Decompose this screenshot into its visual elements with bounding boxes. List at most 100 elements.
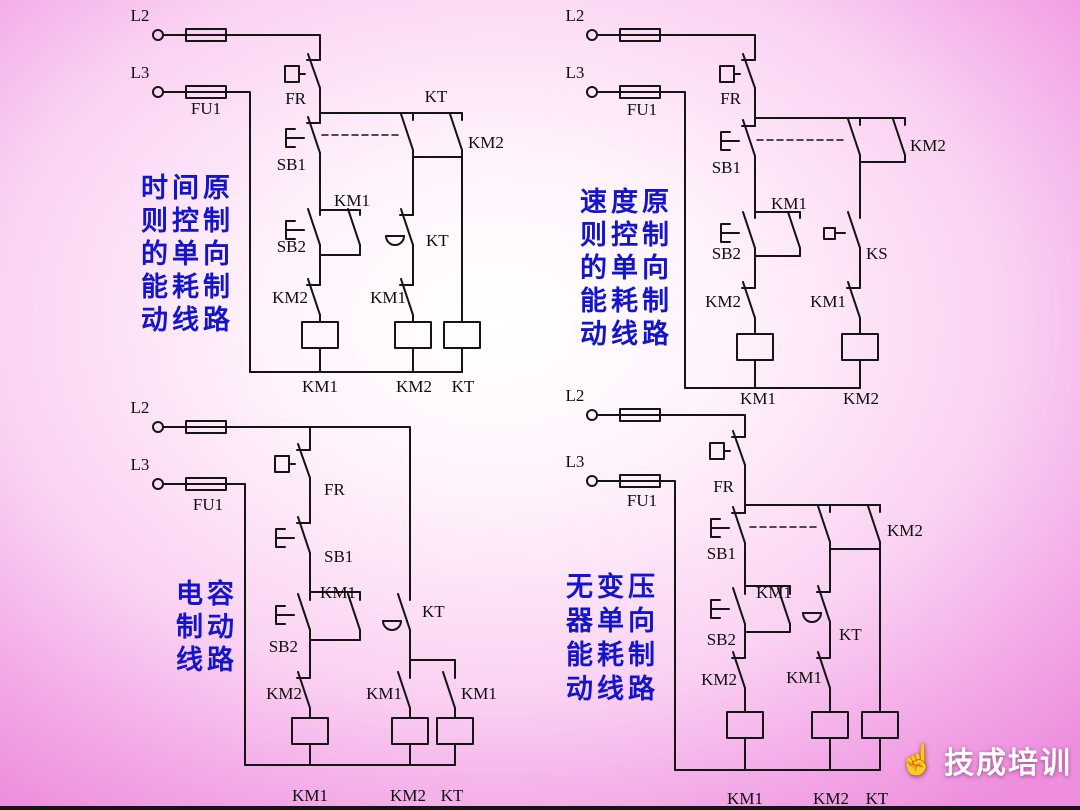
contact-blade xyxy=(777,587,791,625)
label-km2_nc: KM2 xyxy=(701,670,737,689)
label-sb1: SB1 xyxy=(324,547,353,566)
coil xyxy=(436,717,474,745)
label-fu1: FU1 xyxy=(191,99,221,118)
label-coil_kt: KT xyxy=(441,786,464,805)
thermal-element xyxy=(274,455,296,473)
label-l2: L2 xyxy=(566,386,585,405)
fuse xyxy=(619,408,661,422)
contact-blade xyxy=(732,587,746,625)
contact-blade xyxy=(307,208,321,246)
title-line: 则控制 xyxy=(580,220,673,250)
label-km2_nc: KM2 xyxy=(266,684,302,703)
wire xyxy=(597,414,746,438)
fuse xyxy=(619,85,661,99)
label-coil_km2: KM2 xyxy=(843,389,879,408)
title-line: 电容 xyxy=(176,579,238,609)
fuse xyxy=(185,420,227,434)
coil xyxy=(391,717,429,745)
fuse xyxy=(619,28,661,42)
wire xyxy=(162,426,411,601)
label-coil_km1: KM1 xyxy=(302,377,338,396)
terminal xyxy=(586,29,598,41)
delay-arc xyxy=(385,235,405,246)
label-km2_hold: KM2 xyxy=(910,136,946,155)
title-line: 动线路 xyxy=(580,319,673,349)
fuse xyxy=(185,85,227,99)
speed-switch-box xyxy=(823,227,836,240)
title-line: 能耗制 xyxy=(580,286,673,316)
label-km1_hold: KM1 xyxy=(334,191,370,210)
label-kt: KT xyxy=(422,602,445,621)
title-line: 能耗制 xyxy=(141,272,234,302)
label-km2_nc: KM2 xyxy=(705,292,741,311)
coil xyxy=(861,711,899,739)
title-line: 动线路 xyxy=(141,305,234,335)
wire xyxy=(162,483,246,766)
watermark: ☝ 技成培训 xyxy=(899,738,1072,782)
contact-blade xyxy=(787,211,801,249)
title-line: 器单向 xyxy=(566,606,659,636)
label-km2_hold: KM2 xyxy=(468,133,504,152)
label-kt: KT xyxy=(839,625,862,644)
contact-blade xyxy=(442,671,456,709)
label-fr: FR xyxy=(285,89,306,108)
label-coil_km1: KM1 xyxy=(740,389,776,408)
contact-blade xyxy=(817,505,831,543)
fuse xyxy=(619,474,661,488)
contact-blade xyxy=(892,118,906,156)
label-l3: L3 xyxy=(566,452,585,471)
contact-blade xyxy=(297,593,311,631)
label-km1_hold: KM1 xyxy=(320,583,356,602)
title-line: 则控制 xyxy=(141,206,234,236)
contact-blade xyxy=(847,211,861,249)
label-km1_hold: KM1 xyxy=(771,194,807,213)
title-line: 速度原 xyxy=(580,187,673,217)
label-fr: FR xyxy=(324,480,345,499)
terminal xyxy=(152,29,164,41)
label-kt_delay: KT xyxy=(426,231,449,250)
title-line: 动线路 xyxy=(566,674,659,704)
wire xyxy=(597,91,686,389)
wire xyxy=(597,480,676,771)
contact-blade xyxy=(867,505,881,543)
label-km1_hold: KM1 xyxy=(756,583,792,602)
terminal xyxy=(586,86,598,98)
thermal-element xyxy=(709,442,731,460)
circuit2-title: 速度原 则控制 的单向 能耗制 动线路 xyxy=(580,186,673,351)
label-coil_km2: KM2 xyxy=(390,786,426,805)
thermal-element xyxy=(719,65,741,83)
brand-hand-icon: ☝ xyxy=(898,743,938,777)
label-kt_top: KT xyxy=(425,87,448,106)
contact-blade xyxy=(847,118,861,156)
circuit3-title: 电容 制动 线路 xyxy=(176,578,238,677)
label-sb1: SB1 xyxy=(712,158,741,177)
contact-blade xyxy=(397,671,411,709)
title-line: 的单向 xyxy=(141,239,234,269)
coil xyxy=(811,711,849,739)
label-fu1: FU1 xyxy=(193,495,223,514)
coil xyxy=(291,717,329,745)
wire xyxy=(162,91,251,373)
wire xyxy=(162,34,321,61)
label-km2_hold: KM2 xyxy=(887,521,923,540)
label-coil_km2: KM2 xyxy=(396,377,432,396)
thermal-element xyxy=(284,65,306,83)
title-line: 制动 xyxy=(176,612,238,642)
label-km1_mid: KM1 xyxy=(366,684,402,703)
label-coil_km1: KM1 xyxy=(727,789,763,808)
label-sb2: SB2 xyxy=(277,237,306,256)
terminal xyxy=(586,409,598,421)
title-line: 无变压 xyxy=(566,572,659,602)
label-sb2: SB2 xyxy=(269,637,298,656)
delay-arc xyxy=(802,612,822,623)
title-line: 线路 xyxy=(176,645,238,675)
contact-blade xyxy=(400,113,414,151)
label-coil_kt: KT xyxy=(452,377,475,396)
label-l3: L3 xyxy=(131,63,150,82)
label-coil_km1: KM1 xyxy=(292,786,328,805)
title-line: 的单向 xyxy=(580,253,673,283)
label-coil_km2: KM2 xyxy=(813,789,849,808)
